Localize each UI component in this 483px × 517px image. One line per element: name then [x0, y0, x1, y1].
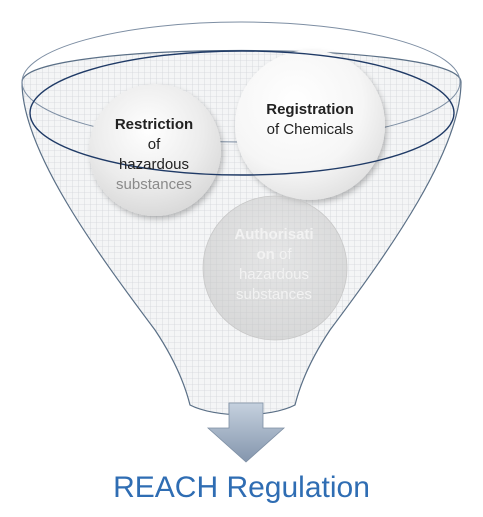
restriction-title: Restriction [114, 116, 194, 133]
restriction-label: Restriction of hazardous substances [92, 115, 216, 195]
restriction-line-2: hazardous [118, 156, 190, 173]
authorisation-line-2: of [274, 246, 292, 263]
restriction-line-3: substances [116, 176, 192, 193]
restriction-line-1: of [147, 136, 161, 153]
registration-circle [235, 50, 385, 200]
authorisation-line-4: substances [236, 286, 312, 303]
authorisation-line-3: hazardous [238, 266, 310, 283]
reach-regulation-label: REACH Regulation [113, 471, 370, 504]
registration-title: Registration [266, 101, 354, 118]
authorisation-label: Authorisati on of hazardous substances [204, 225, 344, 305]
authorisation-circle [202, 195, 348, 341]
restriction-circle [89, 84, 221, 216]
down-arrow-icon [206, 402, 286, 463]
authorisation-title-1: Authorisati [234, 226, 314, 243]
authorisation-title-2: on [256, 246, 275, 263]
registration-label: Registration of Chemicals [248, 100, 372, 140]
registration-rest: of Chemicals [266, 121, 354, 138]
rim-ring [29, 50, 455, 176]
